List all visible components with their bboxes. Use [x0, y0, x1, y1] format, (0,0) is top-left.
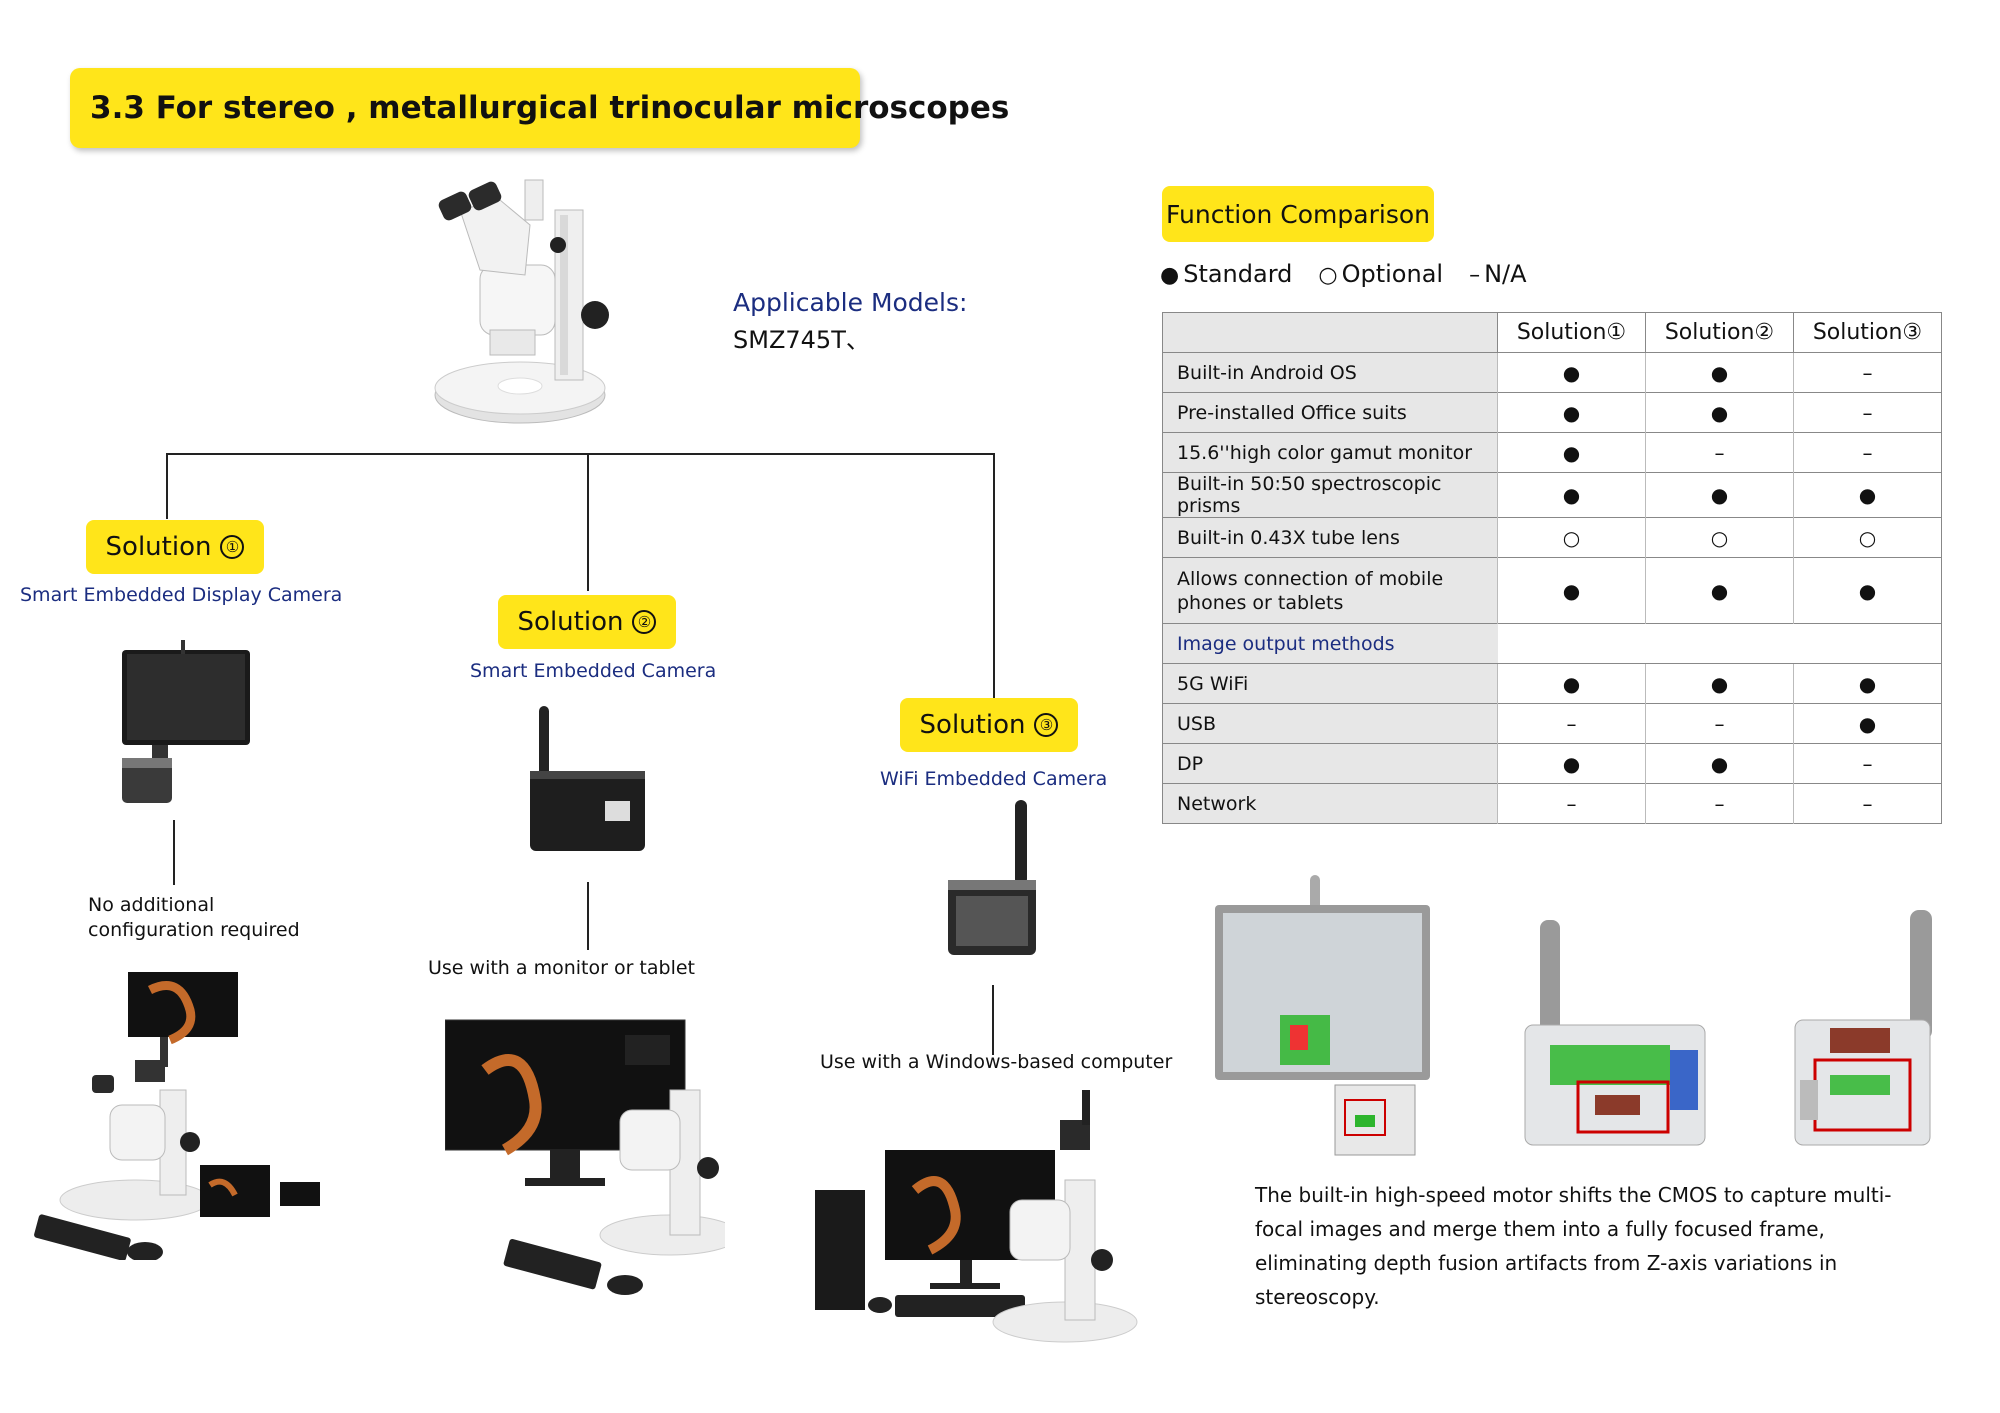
tree-connector-horizontal [166, 453, 994, 455]
feature-label: Network [1162, 783, 1498, 824]
table-row: Allows connection of mobile phones or ta… [1162, 557, 1942, 624]
solution-1-caption: No additional configuration required [88, 894, 300, 941]
header-solution-2: Solution② [1645, 312, 1794, 353]
value-cell: ○ [1793, 517, 1942, 558]
value-cell: ● [1793, 472, 1942, 518]
table-row: DP ● ● – [1162, 743, 1942, 784]
tree-connector-3 [993, 453, 995, 698]
value-cell: ● [1645, 352, 1794, 393]
value-cell: – [1793, 392, 1942, 433]
value-cell: ● [1793, 703, 1942, 744]
solution-3-subtitle: WiFi Embedded Camera [880, 768, 1108, 790]
header-solution-3: Solution③ [1793, 312, 1942, 353]
table-row: Network – – – [1162, 783, 1942, 824]
monitor-internal-render [1215, 875, 1430, 1156]
stereo-microscope-image [434, 179, 609, 424]
table-row: Built-in 0.43X tube lens ○ ○ ○ [1162, 517, 1942, 558]
table-row: 5G WiFi ● ● ● [1162, 663, 1942, 704]
feature-label: 15.6''high color gamut monitor [1162, 432, 1498, 473]
embedded-camera-image [530, 706, 645, 851]
value-cell: ○ [1497, 517, 1646, 558]
value-cell: ● [1497, 557, 1646, 624]
feature-label: Built-in 0.43X tube lens [1162, 517, 1498, 558]
table-row: 15.6''high color gamut monitor ● – – [1162, 432, 1942, 473]
value-cell: ● [1497, 743, 1646, 784]
table-row: Built-in 50:50 spectroscopic prisms ● ● … [1162, 472, 1942, 518]
feature-label: Allows connection of mobile phones or ta… [1162, 557, 1498, 624]
applicable-models-value: SMZ745T、 [733, 326, 870, 354]
section-blank-cell [1497, 623, 1942, 664]
legend: ●Standard ○Optional –N/A [1160, 260, 1527, 288]
value-cell: – [1645, 432, 1794, 473]
motor-note: The built-in high-speed motor shifts the… [1255, 1183, 1892, 1309]
value-cell: ● [1497, 472, 1646, 518]
header-solution-1: Solution① [1497, 312, 1646, 353]
table-section-row: Image output methods [1162, 623, 1942, 664]
value-cell: ● [1645, 663, 1794, 704]
tree-connector-2 [587, 453, 589, 591]
solution-1-subtitle: Smart Embedded Display Camera [20, 584, 343, 606]
value-cell: – [1793, 743, 1942, 784]
feature-label: DP [1162, 743, 1498, 784]
feature-label: Built-in Android OS [1162, 352, 1498, 393]
wifi-camera-image [948, 800, 1036, 955]
section-label: Image output methods [1162, 623, 1498, 664]
table-header-row: Solution① Solution② Solution③ [1162, 312, 1942, 353]
solution-2-connector [587, 882, 589, 950]
section-title: 3.3 For stereo , metallurgical trinocula… [70, 68, 1009, 148]
solution-3-connector [992, 985, 994, 1055]
legend-standard: ●Standard [1160, 260, 1293, 288]
function-comparison-title: Function Comparison [1162, 186, 1434, 242]
value-cell: ● [1497, 663, 1646, 704]
display-camera-image [122, 640, 250, 803]
value-cell: ● [1645, 472, 1794, 518]
value-cell: – [1497, 783, 1646, 824]
solution-1-number: ① [220, 535, 245, 559]
table-row: Built-in Android OS ● ● – [1162, 352, 1942, 393]
feature-label: USB [1162, 703, 1498, 744]
value-cell: ● [1793, 557, 1942, 624]
value-cell: ● [1793, 663, 1942, 704]
camera-internal-render-1 [1524, 920, 1706, 1146]
solution-3-caption: Use with a Windows-based computer [820, 1051, 1173, 1073]
solution-2-setup-image [445, 1019, 725, 1295]
value-cell: – [1793, 783, 1942, 824]
feature-label: 5G WiFi [1162, 663, 1498, 704]
solution-3-number: ③ [1034, 713, 1059, 737]
applicable-models-label: Applicable Models: [733, 288, 968, 317]
value-cell: – [1793, 432, 1942, 473]
feature-label: Built-in 50:50 spectroscopic prisms [1162, 472, 1498, 518]
legend-optional: ○Optional [1318, 260, 1444, 288]
value-cell: – [1497, 703, 1646, 744]
table-row: Pre-installed Office suits ● ● – [1162, 392, 1942, 433]
value-cell: ● [1497, 352, 1646, 393]
feature-label: Pre-installed Office suits [1162, 392, 1498, 433]
camera-internal-render-2 [1794, 910, 1932, 1146]
value-cell: ● [1497, 392, 1646, 433]
solution-1-connector [173, 820, 175, 885]
value-cell: ○ [1645, 517, 1794, 558]
value-cell: – [1645, 703, 1794, 744]
value-cell: ● [1645, 557, 1794, 624]
tree-connector-1 [166, 453, 168, 519]
solution-1-setup-image [34, 972, 320, 1260]
value-cell: ● [1497, 432, 1646, 473]
solution-2-number: ② [632, 610, 657, 634]
table-row: USB – – ● [1162, 703, 1942, 744]
solution-2-caption: Use with a monitor or tablet [428, 957, 695, 979]
header-blank-cell [1162, 312, 1498, 353]
value-cell: – [1793, 352, 1942, 393]
solution-2-subtitle: Smart Embedded Camera [470, 660, 717, 682]
solution-3-setup-image [815, 1090, 1138, 1343]
legend-na: –N/A [1469, 260, 1527, 288]
value-cell: ● [1645, 743, 1794, 784]
comparison-table: Solution① Solution② Solution③ Built-in A… [1162, 312, 1942, 824]
value-cell: ● [1645, 392, 1794, 433]
value-cell: – [1645, 783, 1794, 824]
